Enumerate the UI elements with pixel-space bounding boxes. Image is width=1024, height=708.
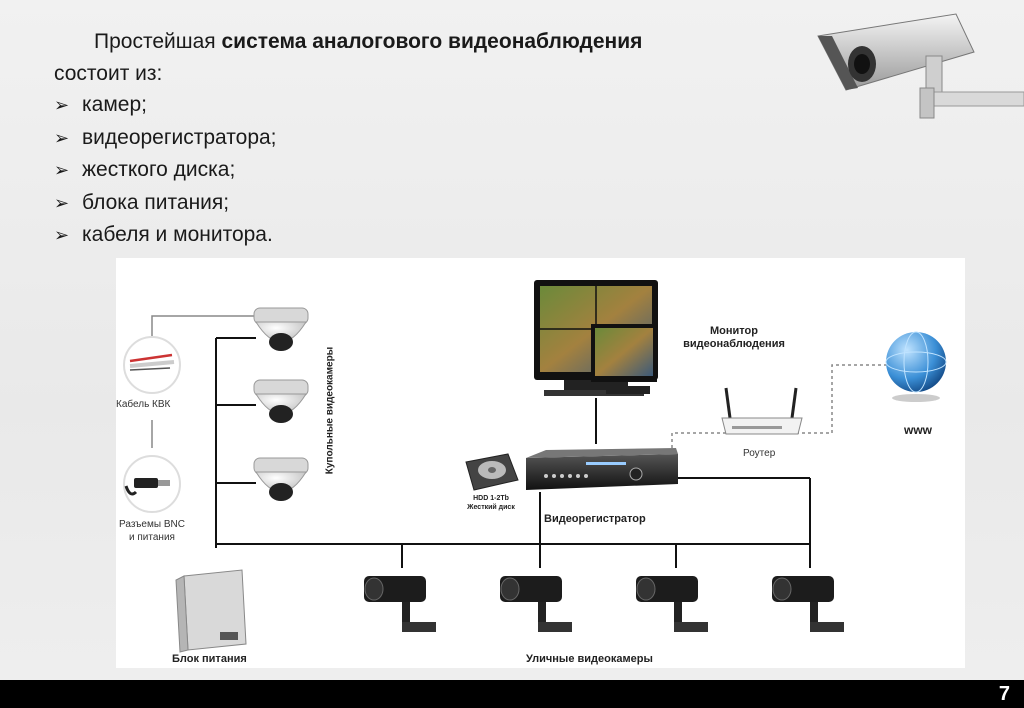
intro-prefix: Простейшая bbox=[94, 30, 222, 53]
power-supply-icon bbox=[175, 569, 247, 653]
arrow-bullet-icon: ➢ bbox=[54, 95, 70, 115]
cable-icon bbox=[123, 336, 181, 394]
security-camera-illustration bbox=[817, 13, 1024, 119]
intro-text: Простейшая система аналогового видеонабл… bbox=[54, 26, 642, 90]
router-icon bbox=[721, 387, 803, 435]
street-camera bbox=[772, 576, 844, 632]
bnc-connector-icon bbox=[123, 455, 181, 513]
street-camera bbox=[364, 576, 436, 632]
list-item: ➢камер; bbox=[54, 89, 277, 122]
www-label: www bbox=[904, 423, 933, 437]
router-label: Роутер bbox=[743, 448, 776, 459]
list-item: ➢жесткого диска; bbox=[54, 154, 277, 187]
dvr-icon bbox=[526, 448, 678, 490]
arrow-bullet-icon: ➢ bbox=[54, 225, 70, 245]
page-number: 7 bbox=[998, 683, 1010, 705]
list-item: ➢кабеля и монитора. bbox=[54, 219, 277, 252]
cctv-diagram: Кабель КВК Разъемы BNC и питания Купольн… bbox=[116, 258, 965, 668]
component-list: ➢камер; ➢видеорегистратора; ➢жесткого ди… bbox=[54, 89, 277, 252]
street-cameras-label: Уличные видеокамеры bbox=[526, 653, 653, 665]
intro-emphasis: система аналогового видеонаблюдения bbox=[221, 30, 643, 53]
monitor-label: Монитор видеонаблюдения bbox=[683, 325, 785, 350]
street-camera bbox=[636, 576, 708, 632]
connectors-label: Разъемы BNC и питания bbox=[119, 519, 185, 543]
arrow-bullet-icon: ➢ bbox=[54, 192, 70, 213]
dome-camera bbox=[253, 307, 309, 351]
intro-suffix: состоит из: bbox=[54, 62, 163, 85]
list-item: ➢блока питания; bbox=[54, 187, 277, 220]
dome-camera bbox=[253, 457, 309, 501]
street-camera bbox=[500, 576, 572, 632]
cable-label: Кабель КВК bbox=[116, 399, 171, 410]
arrow-bullet-icon: ➢ bbox=[54, 160, 70, 180]
hdd-label: HDD 1-2Tb Жесткий диск bbox=[467, 495, 515, 511]
dome-cameras-label: Купольные видеокамеры bbox=[324, 346, 336, 475]
hard-disk-icon bbox=[465, 453, 519, 491]
footer-bar: 7 bbox=[0, 680, 1024, 708]
dome-camera bbox=[253, 379, 309, 423]
arrow-bullet-icon: ➢ bbox=[54, 127, 70, 148]
dvr-label: Видеорегистратор bbox=[544, 513, 646, 525]
list-item: ➢видеорегистратора; bbox=[54, 122, 277, 155]
power-supply-label: Блок питания bbox=[172, 653, 247, 665]
monitor-icon bbox=[534, 280, 658, 396]
globe-icon bbox=[885, 331, 947, 402]
